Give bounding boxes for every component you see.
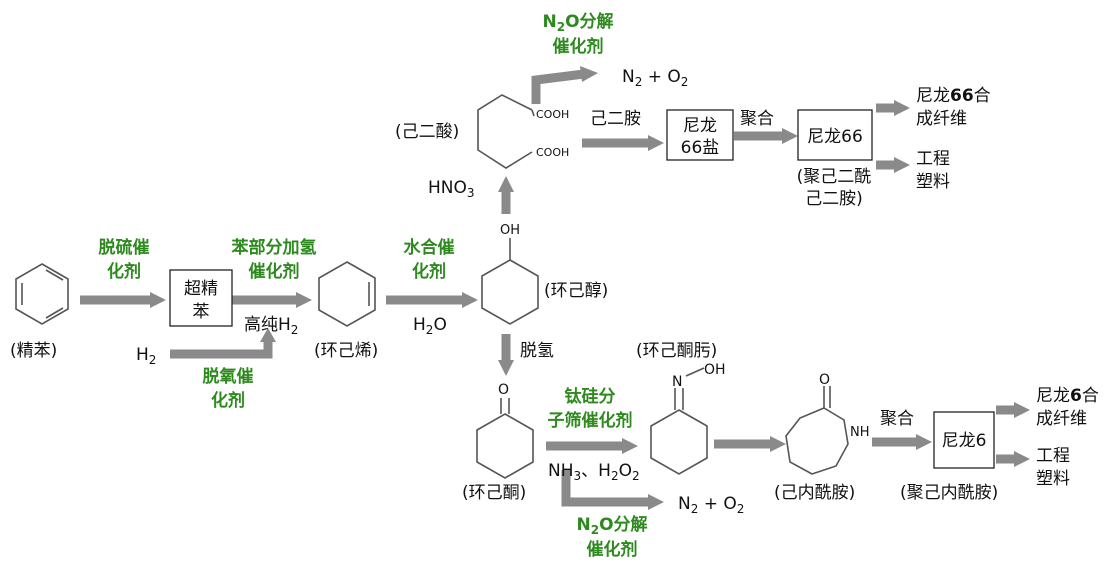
cyclohexene-structure [318,261,376,327]
box-nylon66-salt-line2: 66盐 [681,138,720,158]
catalyst-n2o-bottom-line2: 催化剂 [587,539,638,560]
catalyst-ts-line2: 子筛催化剂 [548,410,633,431]
box-nylon66 [797,109,873,161]
oxime-n: N [672,374,682,390]
cyclohexanone-label: (环己酮) [462,483,526,503]
nylon66-poly-line2: 己二胺) [805,189,863,209]
catalyst-n2o-bottom-line1: N2O分解 [576,514,647,537]
nylon6-fiber-line1: 尼龙6合 [1036,386,1099,406]
benzene-structure [15,263,69,325]
arrow-hydration [386,292,478,308]
nylon66-fiber-line2: 成纤维 [916,109,967,129]
catalyst-desulfur-line1: 脱硫催 [99,237,150,258]
box-nylon6 [933,411,995,469]
catalyst-hydration-line2: 化剂 [412,261,446,282]
oxime-structure [650,367,708,475]
nylon6-fiber-line2: 成纤维 [1036,409,1087,429]
caprolactam-nh: NH [850,425,870,440]
catalyst-n2o-top-line1: N2O分解 [542,11,613,34]
arrow-nylon6-to-plastic [996,451,1030,467]
caprolactam-label: (己内酰胺) [774,483,855,503]
dehydrogenation-label: 脱氢 [520,341,554,361]
eng-plastic-bottom-line2: 塑料 [1036,469,1070,489]
catalyst-partial-h-line2: 催化剂 [249,261,300,282]
box-nylon6-text: 尼龙6 [942,431,987,451]
adipic-acid-structure [477,94,535,169]
catalyst-ts-line1: 钛硅分 [565,386,616,407]
arrow-n2o-top [531,66,598,104]
arrow-nylon6-to-fiber [996,402,1030,418]
cyclohexanone-structure [476,398,534,479]
cyclohexanol-label: (环己醇) [544,281,608,301]
n2-o2-top-label: N2 + O2 [622,67,688,89]
adipic-acid-label: (己二酸) [395,122,459,142]
cyclohexanol-oh: OH [500,223,520,238]
arrow-oxidation-up [498,176,514,214]
arrow-benzene-to-box [80,292,166,308]
arrow-n2o-bottom [561,470,664,510]
catalyst-deoxy-line1: 脱氧催 [203,366,254,387]
nylon66-poly-line1: (聚己二酰 [797,167,872,187]
box-nylon66-salt [666,109,734,161]
arrow-dehydrogenation [498,334,514,376]
arrow-nylon66-to-fiber [876,100,910,116]
arrow-caprolactam-to-nylon6 [872,434,932,450]
eng-plastic-top-line2: 塑料 [916,172,950,192]
water-label: H2O [413,315,447,337]
eng-plastic-bottom-line1: 工程 [1036,446,1070,466]
caprolactam-structure [785,386,849,475]
hexanediamine-label: 己二胺 [590,109,641,129]
catalyst-n2o-top-line2: 催化剂 [553,36,604,57]
box-ultra-pure-benzene-line2: 苯 [193,302,210,322]
box-ultra-pure-benzene-line1: 超精 [184,279,218,299]
adipic-cooh-bottom: COOH [536,146,569,159]
box-nylon66-salt-line1: 尼龙 [683,116,717,136]
caprolactam-o: O [819,372,830,388]
box-nylon66-text: 尼龙66 [807,127,863,147]
catalyst-hydration-line1: 水合催 [404,237,455,258]
hno3-label: HNO3 [428,178,475,200]
oxime-label: (环己酮肟) [636,341,717,361]
catalyst-desulfur-line2: 化剂 [107,261,141,282]
nylon6-poly-label: (聚己内酰胺) [900,483,998,503]
arrow-nylon66-to-plastic [876,157,910,173]
eng-plastic-top-line1: 工程 [916,149,950,169]
benzene-label: (精苯) [10,341,57,361]
catalyst-partial-h-line1: 苯部分加氢 [231,237,317,258]
adipic-cooh-top: COOH [536,108,569,121]
nh3-h2o2-label: NH3、H2O2 [548,461,640,483]
n2-o2-bottom-label: N2 + O2 [678,494,744,516]
arrow-h2-deoxy [170,328,276,359]
polymerize-top-label: 聚合 [740,109,774,129]
cyclohexene-label: (环己烯) [314,341,378,361]
arrow-box-to-cyclohexene [232,292,312,308]
polymerize-bottom-label: 聚合 [880,409,914,429]
cyclohexanone-o: O [498,382,509,398]
arrow-to-salt [582,135,664,151]
arrow-salt-to-nylon66 [734,128,798,144]
high-pure-h2-label: 高纯H2 [244,315,298,337]
cyclohexanol-structure [481,238,539,325]
h2-input-label: H2 [136,345,156,367]
box-ultra-pure-benzene [169,269,233,327]
oxime-oh: OH [704,362,726,378]
arrow-ammoximation [546,438,638,454]
arrow-rearrangement [714,436,786,452]
nylon66-fiber-line1: 尼龙66合 [916,86,991,106]
catalyst-deoxy-line2: 化剂 [211,390,245,411]
